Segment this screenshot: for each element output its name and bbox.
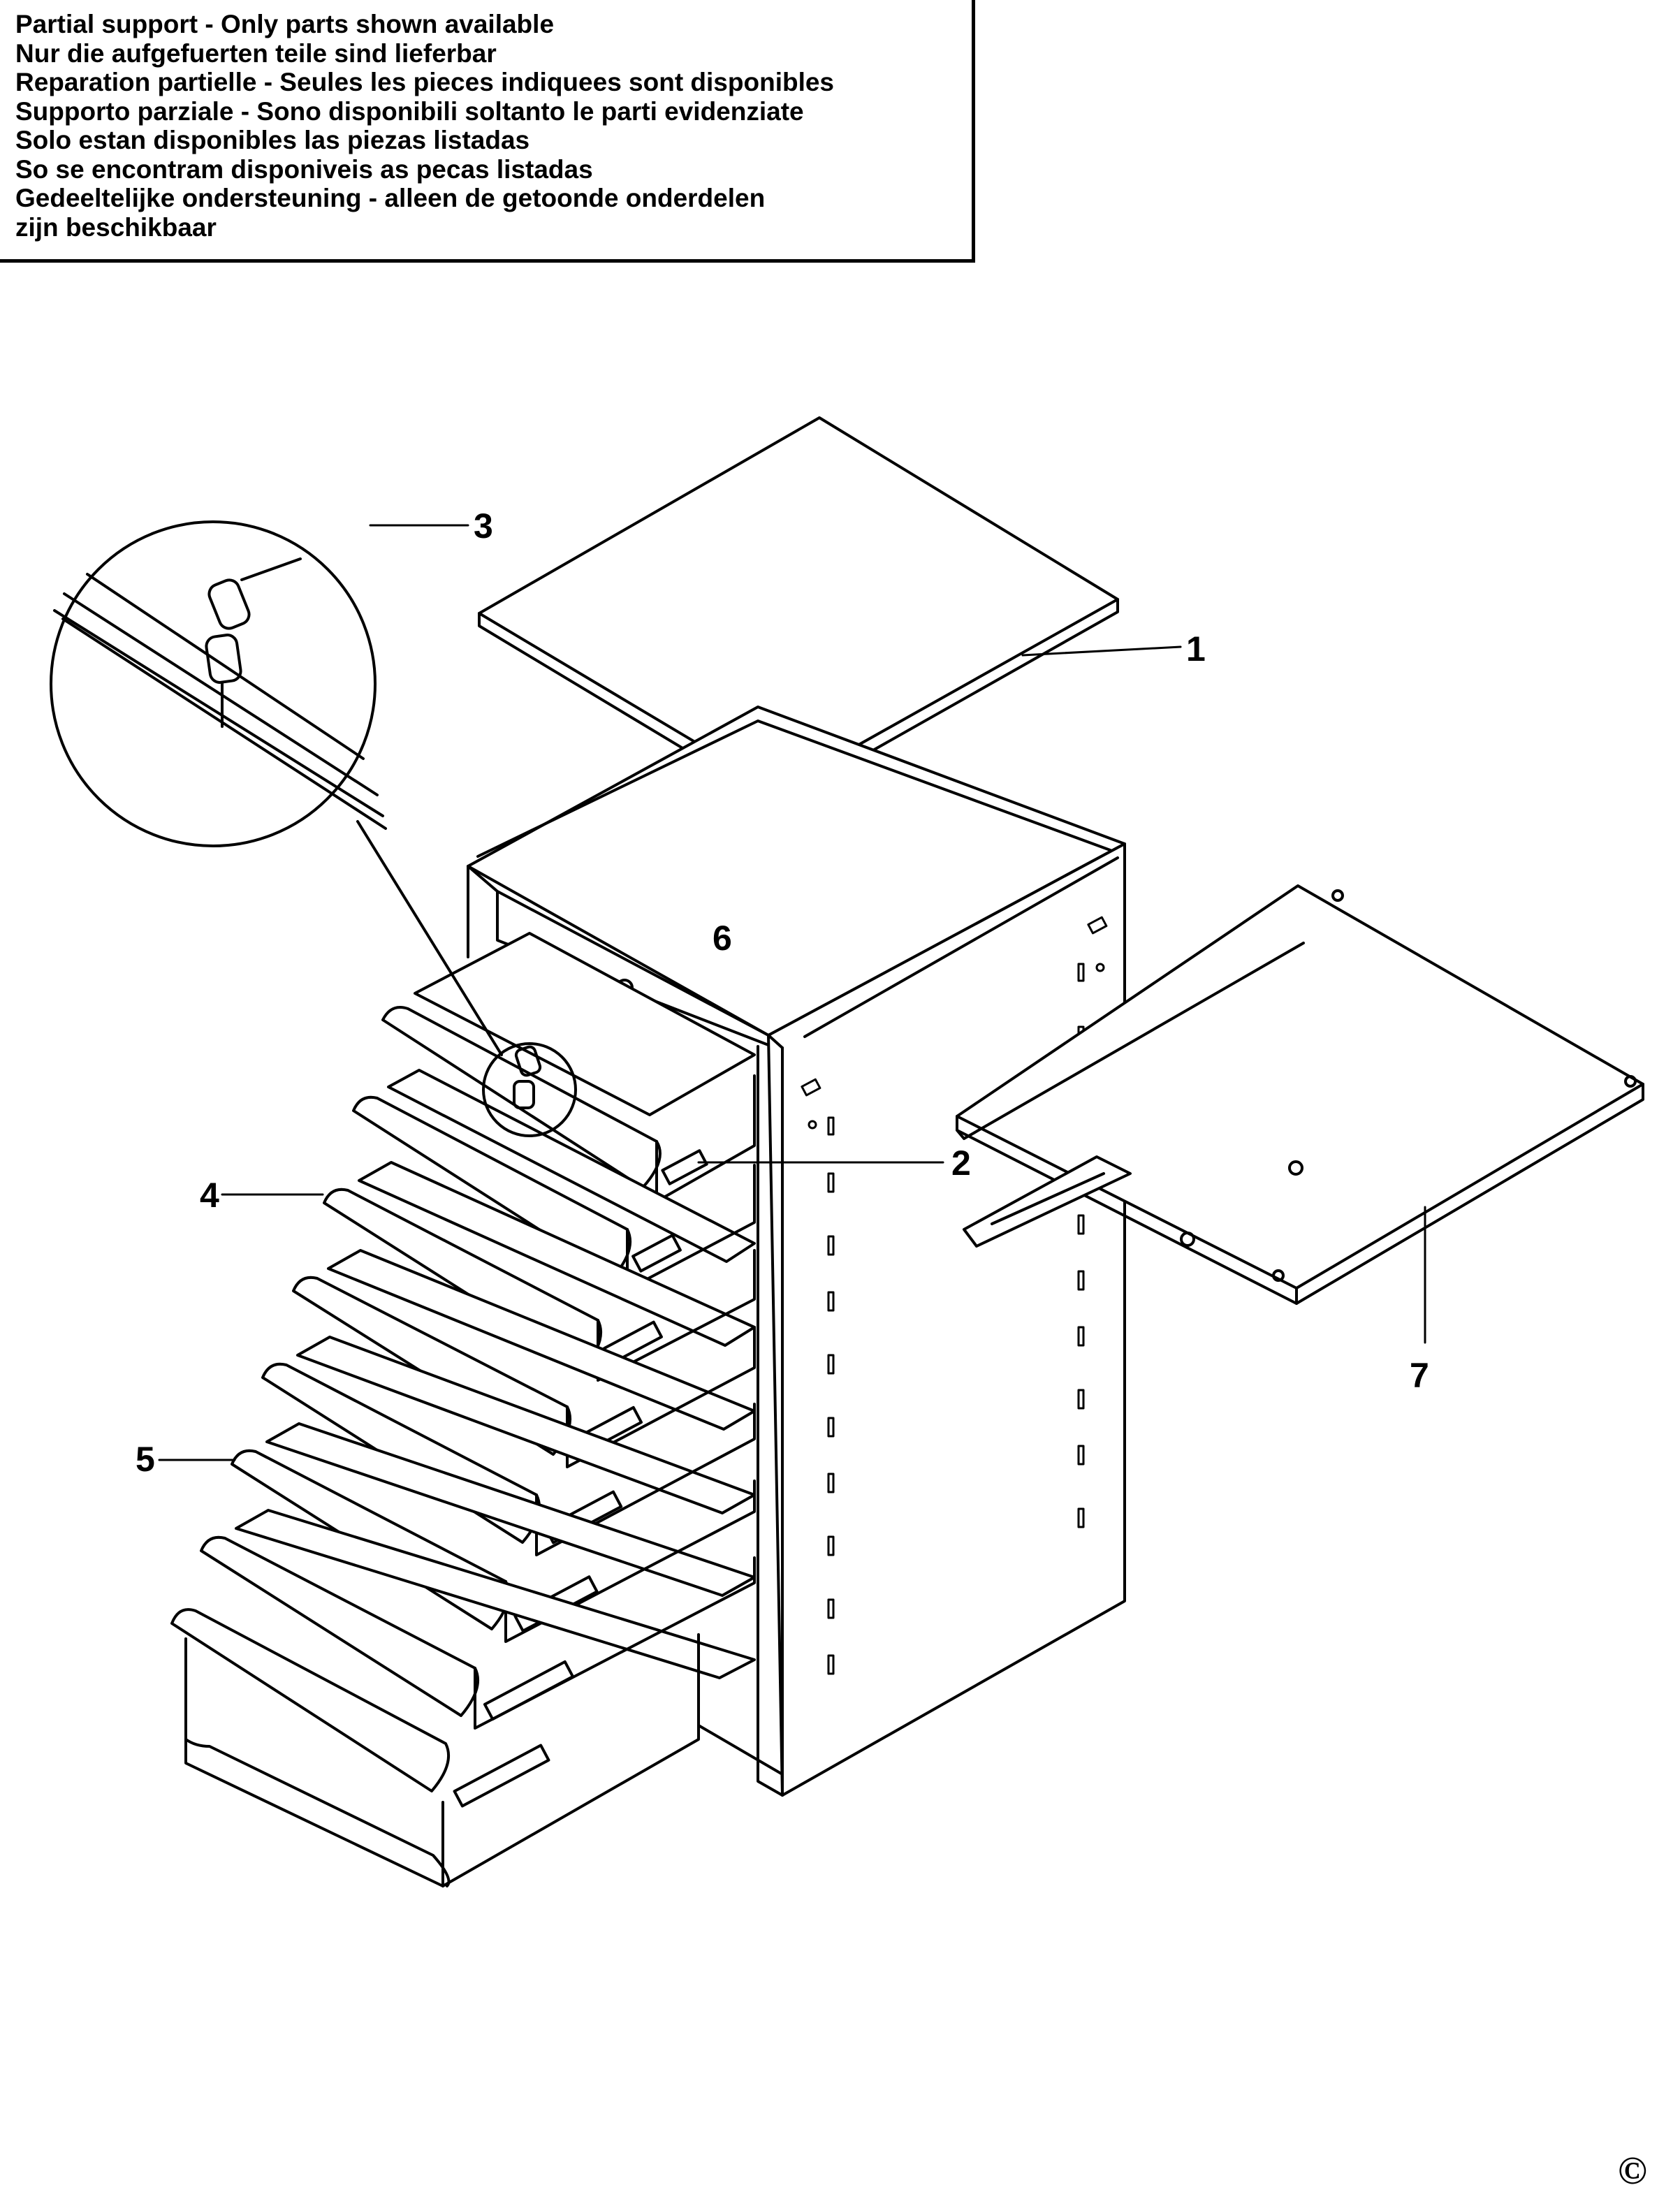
notice-line-pt: So se encontram disponiveis as pecas lis… [15,154,593,184]
lock-detail-magnifier [50,520,577,1137]
notice-line-fr: Reparation partielle - Seules les pieces… [15,68,835,96]
callout-1: 1 [1186,629,1206,669]
notice-line-it: Supporto parziale - Sono disponibili sol… [15,96,804,126]
notice-line-es: Solo estan disponibles las piezas listad… [15,126,530,154]
callout-7: 7 [1410,1356,1429,1395]
drawer-7 [200,1509,756,1730]
drawer-8 [170,1608,700,1887]
callout-3: 3 [474,506,493,546]
copyright-mark: © [1618,2149,1647,2193]
notice-line-nl-cont: zijn beschikbaar [15,212,217,242]
callout-4: 4 [200,1176,219,1215]
drawer-stack [170,932,756,1887]
drawer-2 [352,1069,756,1291]
availability-notice-lines: Partial support - Only parts shown avail… [15,10,834,242]
notice-line-en: Partial support - Only parts shown avail… [15,10,555,38]
side-shelf-part [956,884,1644,1305]
callout-6: 6 [713,919,732,958]
notice-line-de: Nur die aufgefuerten teile sind lieferba… [15,38,497,68]
callout-2: 2 [951,1144,971,1183]
callout-5: 5 [136,1440,155,1479]
availability-notice-box: Partial support - Only parts shown avail… [0,0,975,263]
callout-leader-lines [158,524,1426,1461]
drawer-1 [381,932,756,1203]
notice-line-nl: Gedeeltelijke ondersteuning - alleen de … [15,184,766,212]
